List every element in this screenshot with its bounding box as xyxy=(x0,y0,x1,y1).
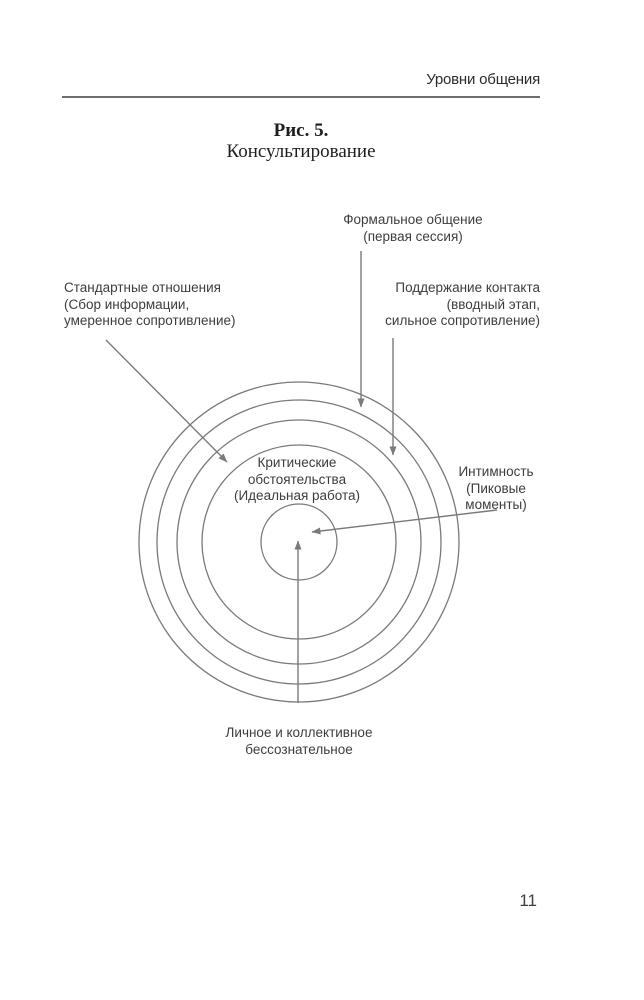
label-intimacy: Интимность (Пиковые моменты) xyxy=(458,464,534,512)
arrows-group xyxy=(105,251,498,703)
label-critical-circumstances: Критические обстоятельства (Идеальная ра… xyxy=(233,455,361,503)
arrow-standard-relations xyxy=(105,339,228,463)
label-formal-communication: Формальное общение (первая сессия) xyxy=(343,212,483,244)
diagram-circle xyxy=(176,419,422,665)
running-header: Уровни общения xyxy=(426,71,540,88)
label-contact-support: Поддержание контакта (вводный этап, силь… xyxy=(385,280,540,328)
circles-group xyxy=(138,381,460,703)
diagram-circle xyxy=(138,381,460,703)
page-number: 11 xyxy=(519,891,537,910)
diagram-circle xyxy=(260,503,338,581)
label-unconscious: Личное и коллективное бессознательное xyxy=(225,725,373,757)
diagram-circle xyxy=(201,444,397,640)
arrow-intimacy xyxy=(311,509,498,535)
figure-number: Рис. 5. xyxy=(273,120,329,141)
figure-title: Консультирование xyxy=(226,141,376,162)
figure-caption: Рис. 5. Консультирование xyxy=(62,120,540,162)
label-standard-relations: Стандартные отношения (Сбор информации, … xyxy=(64,280,236,328)
header-rule xyxy=(62,96,540,98)
diagram-circle xyxy=(156,399,442,685)
